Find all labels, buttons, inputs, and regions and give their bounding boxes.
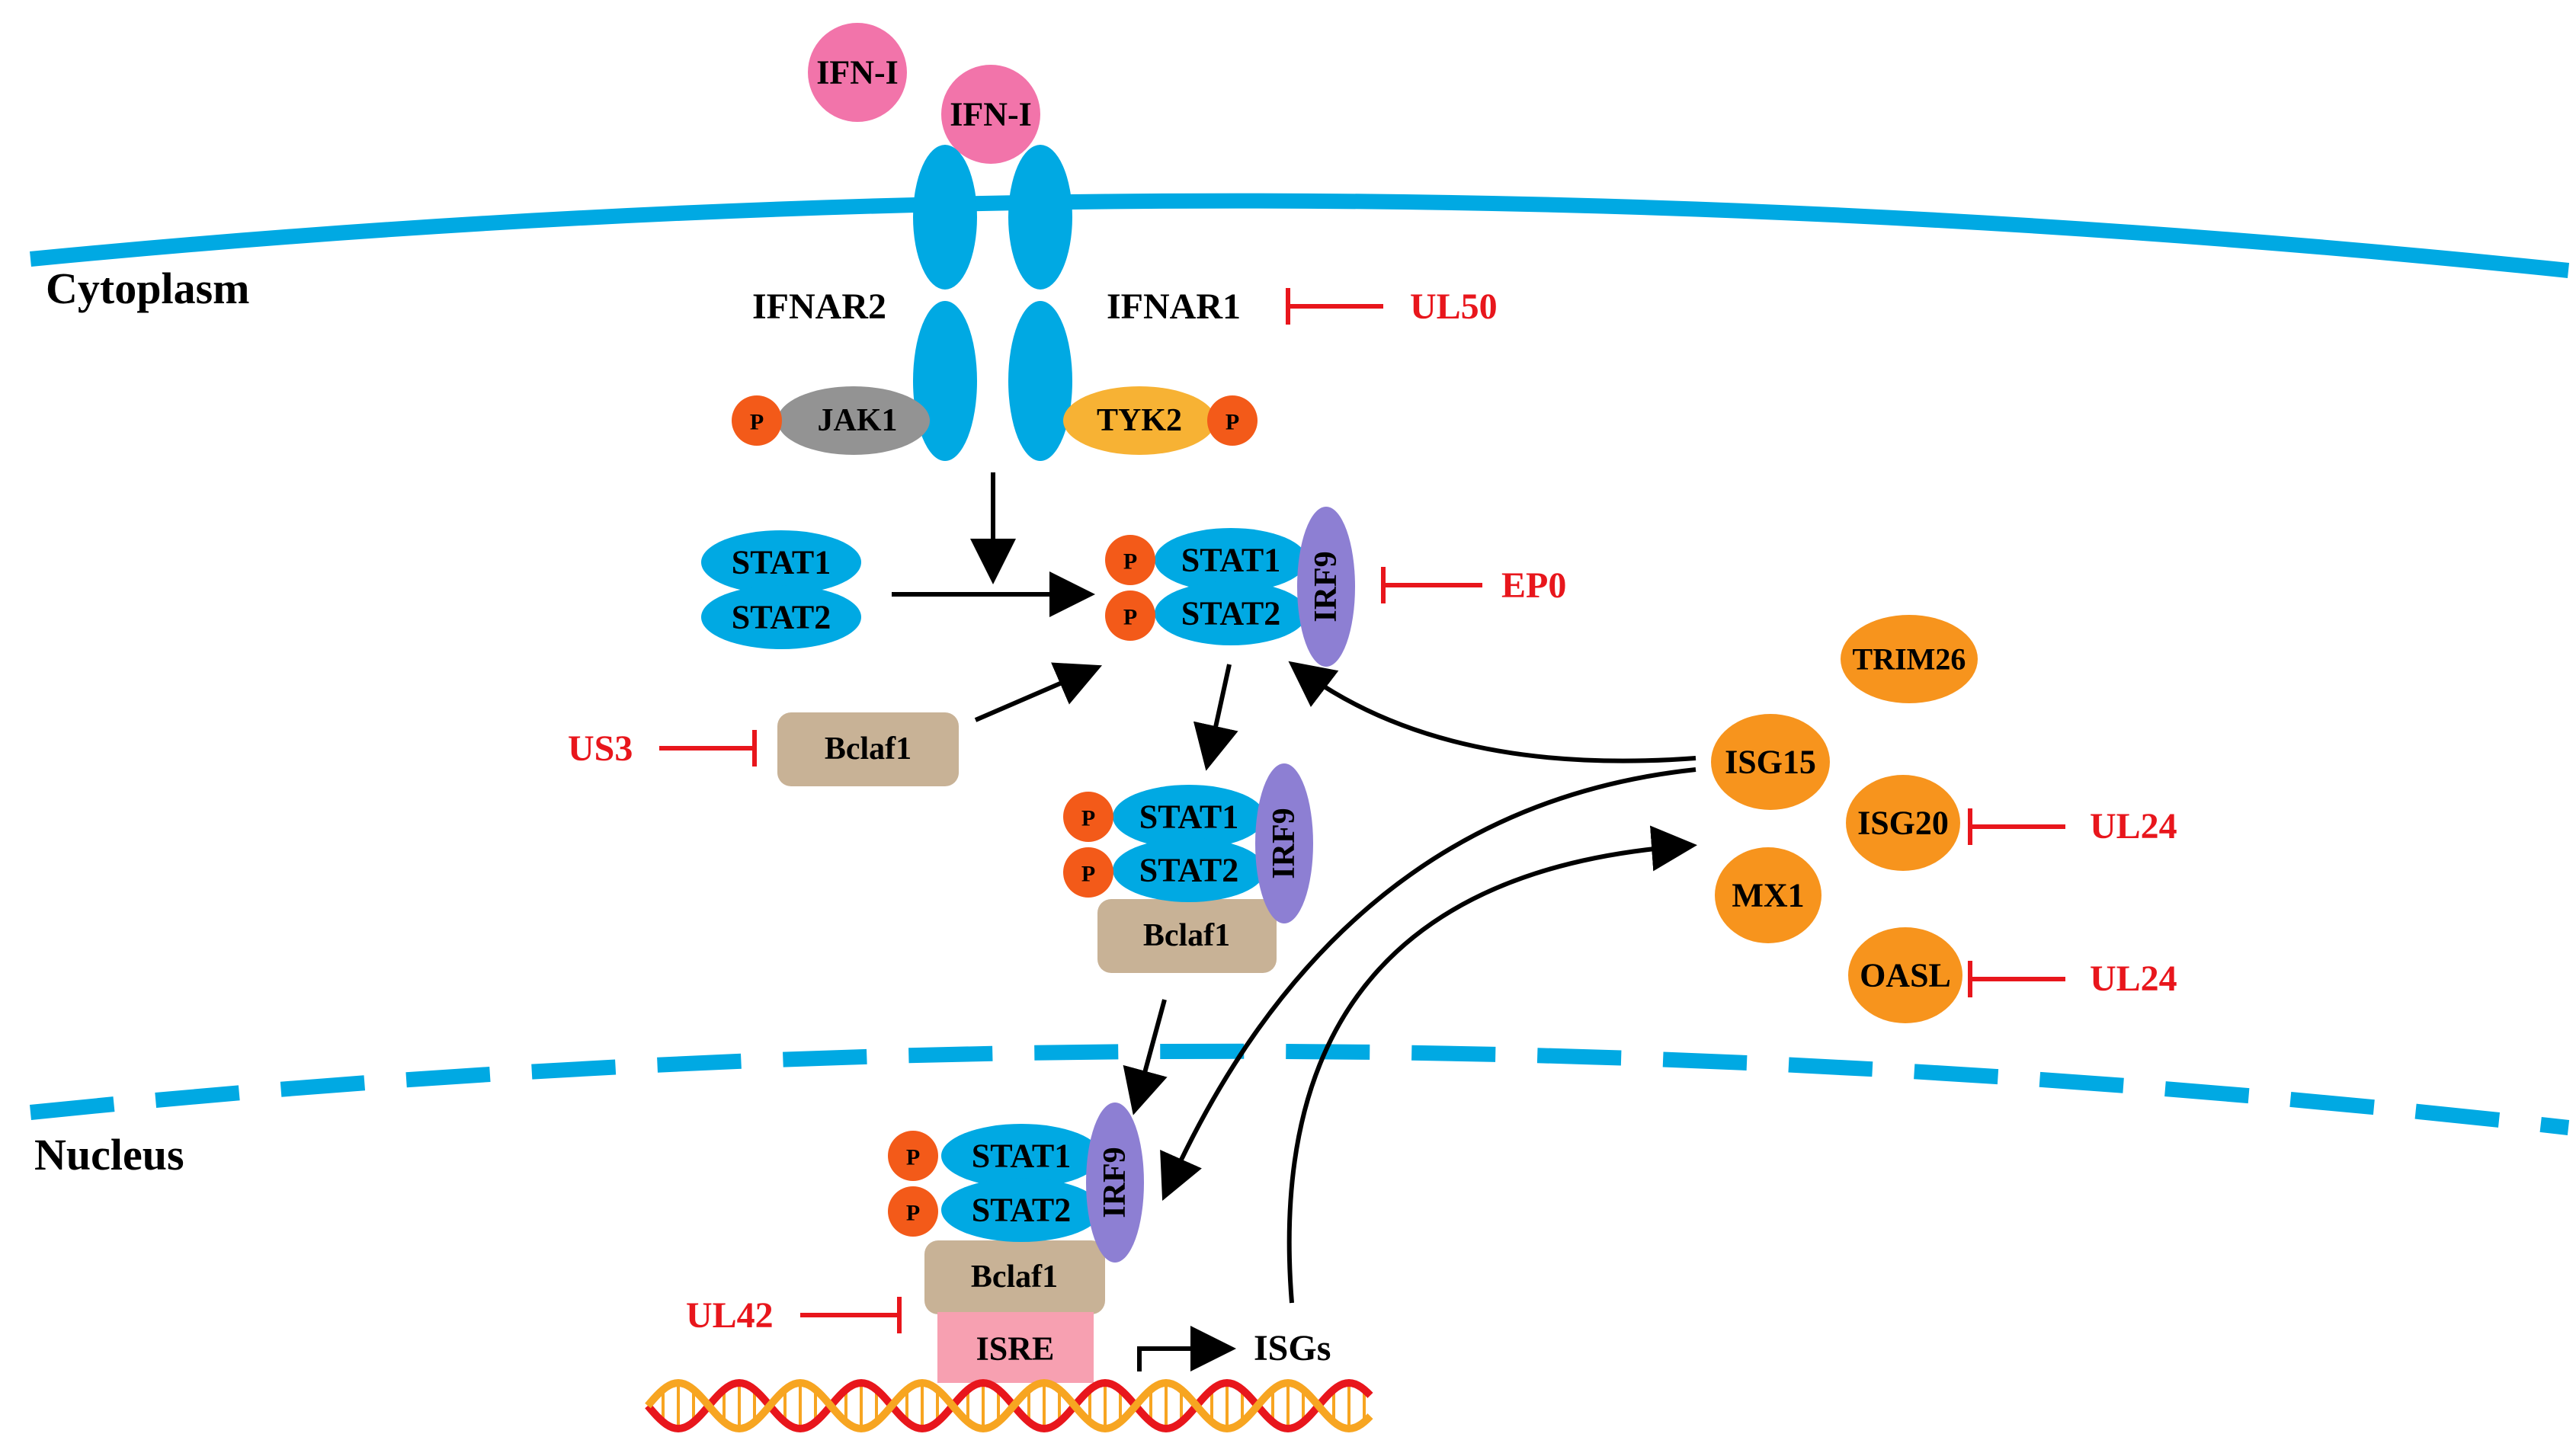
ep0-inhibition [1381,567,1482,603]
tyk2-kinase: TYK2 [1063,386,1216,455]
dna-helix [645,1378,1373,1433]
ul42-inhibition [800,1297,902,1333]
ul24-isg20-inhibition [1968,808,2065,845]
jak1-phospho: P [732,395,782,446]
arrow-isgs-to-isg15 [1286,825,1697,1304]
isgf3-bclaf1-nuclear-complex: STAT1 STAT2 IRF9 P P Bclaf1 [888,1103,1144,1314]
svg-text:MX1: MX1 [1732,877,1804,914]
ul24-isg20-label: UL24 [2090,806,2177,847]
svg-text:ISG20: ISG20 [1857,805,1949,842]
arrow-to-nucleus [1123,999,1168,1115]
tyk2-phospho: P [1207,395,1258,446]
dna-strand [645,1378,1373,1433]
svg-text:STAT2: STAT2 [1181,595,1280,632]
svg-text:P: P [1123,605,1137,630]
svg-text:P: P [750,410,764,435]
arrow-isg15-to-isgf3 [1288,661,1697,763]
svg-text:Bclaf1: Bclaf1 [825,731,912,767]
isre-element: ISRE [937,1312,1094,1383]
svg-text:STAT2: STAT2 [972,1192,1071,1229]
svg-text:IRF9: IRF9 [1267,808,1302,879]
svg-text:P: P [1226,410,1239,435]
ifn-ligand-1: IFN-I [808,23,907,122]
svg-text:IFN-I: IFN-I [950,96,1032,133]
ul24-oasl-inhibition [1968,961,2065,997]
transcription-arrow [1137,1326,1236,1371]
svg-text:P: P [906,1201,920,1226]
trim26-node: TRIM26 [1841,615,1978,703]
arrow-isg15-to-nucleus [1160,767,1697,1201]
svg-text:STAT1: STAT1 [1139,799,1238,836]
ul24-oasl-label: UL24 [2090,959,2177,999]
svg-text:P: P [1081,806,1095,831]
svg-text:P: P [906,1145,920,1170]
ep0-label: EP0 [1501,565,1566,606]
svg-text:P: P [1123,549,1137,574]
cytoplasm-label: Cytoplasm [46,264,249,313]
ifnar1-receptor [1008,145,1072,461]
isg20-node: ISG20 [1846,775,1960,871]
svg-text:Bclaf1: Bclaf1 [1143,918,1230,953]
svg-text:IRF9: IRF9 [1309,551,1344,622]
svg-text:ISG15: ISG15 [1725,744,1816,781]
svg-text:TRIM26: TRIM26 [1853,642,1966,677]
ifnar1-label: IFNAR1 [1107,286,1241,327]
svg-text:IFN-I: IFN-I [816,54,899,91]
svg-text:P: P [1081,862,1095,887]
mx1-node: MX1 [1715,847,1821,943]
svg-text:Bclaf1: Bclaf1 [971,1259,1058,1295]
us3-label: US3 [568,728,633,769]
stat-dimer-unphosphorylated: STAT1 STAT2 [701,530,861,649]
ul42-label: UL42 [686,1295,774,1336]
ul50-label: UL50 [1410,286,1498,327]
nucleus-label: Nucleus [34,1130,184,1179]
svg-text:JAK1: JAK1 [818,403,898,438]
svg-text:IRF9: IRF9 [1097,1147,1133,1218]
isgf3-bclaf1-complex: STAT1 STAT2 IRF9 P P Bclaf1 [1063,763,1313,973]
bclaf1-cytoplasm: Bclaf1 [777,712,959,786]
isgs-label: ISGs [1254,1328,1331,1368]
svg-text:STAT1: STAT1 [1181,542,1280,579]
svg-text:ISRE: ISRE [976,1330,1055,1368]
isgf3-complex-cytoplasm: STAT1 STAT2 IRF9 P P [1105,507,1355,667]
svg-text:STAT1: STAT1 [732,544,831,581]
us3-inhibition [659,730,757,767]
cell-membrane [30,193,2570,278]
isg15-node: ISG15 [1711,714,1830,810]
nuclear-membrane [29,1043,2570,1135]
svg-text:STAT2: STAT2 [1139,852,1238,889]
jak1-kinase: JAK1 [777,386,930,455]
arrow-bclaf1-to-isgf3 [974,662,1103,722]
svg-text:STAT1: STAT1 [972,1138,1071,1175]
ifn-ligand-2: IFN-I [941,65,1040,164]
svg-text:TYK2: TYK2 [1097,403,1182,438]
oasl-node: OASL [1848,927,1962,1023]
ul50-inhibition [1286,288,1383,325]
arrow-isgf3-to-bclaf1-complex [1193,664,1238,771]
svg-text:OASL: OASL [1860,957,1951,994]
svg-text:STAT2: STAT2 [732,599,831,636]
ifnar2-label: IFNAR2 [752,286,886,327]
